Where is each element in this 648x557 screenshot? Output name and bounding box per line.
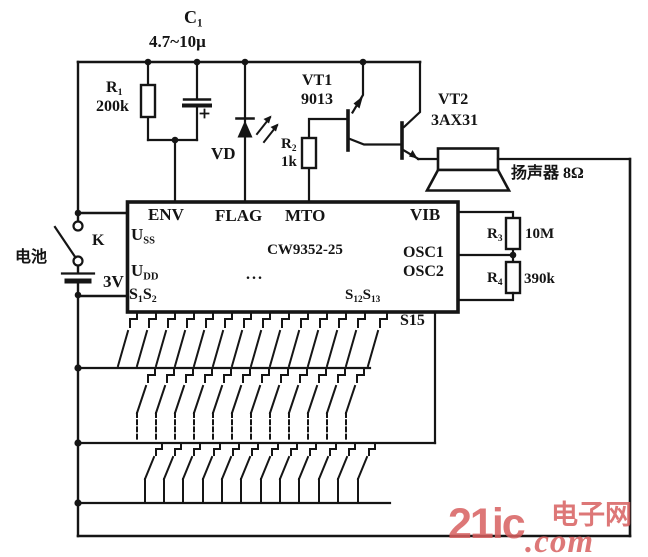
speaker-cone — [424, 168, 512, 192]
battery-name-label: 电池 — [15, 249, 48, 266]
vt1-emitter — [350, 60, 365, 115]
vt2-arrow — [409, 150, 418, 159]
r4-ref-label: R4 — [487, 270, 503, 288]
r3-value-label: 10M — [525, 226, 555, 242]
ic-pin-vib: VIB — [410, 205, 441, 224]
watermark-domain-suffix: .com — [525, 524, 595, 557]
row3-pin-brackets — [155, 442, 376, 456]
ic-pin-ellipsis: ... — [246, 266, 264, 283]
resistor-r3-symbol — [456, 210, 522, 264]
r2-value-label: 1k — [281, 154, 297, 170]
speaker-label: 扬声器 8Ω — [511, 165, 584, 182]
switch-matrix-row2 — [135, 367, 365, 442]
ic-pin-s12s13: S12S13 — [345, 287, 381, 305]
row2-levers — [135, 384, 357, 415]
switch-matrix-row3 — [143, 442, 376, 504]
speaker-symbol — [416, 147, 632, 192]
r1-ref-label: R1 — [106, 79, 123, 99]
battery-symbol — [60, 272, 96, 284]
transistor-vt2-symbol — [400, 60, 422, 161]
row1-pin-brackets — [129, 311, 388, 328]
switch-k-symbol — [53, 220, 84, 267]
ic-pin-env: ENV — [148, 205, 184, 224]
ic-pin-udd: UDD — [131, 261, 159, 283]
vt2-upper-lead — [402, 60, 422, 129]
vt1-ref-label: VT1 — [302, 72, 333, 89]
battery-voltage-label: 3V — [103, 272, 124, 291]
led-vd-symbol — [235, 60, 279, 204]
vd-ref-label: VD — [211, 144, 236, 163]
ic-part-number: CW9352-25 — [267, 242, 343, 258]
c1-ref-label: C1 — [184, 7, 203, 30]
row2-pin-brackets — [147, 367, 365, 383]
capacitor-c1-symbol — [182, 60, 212, 142]
ic-pin-s1s2: S1S2 — [129, 286, 157, 306]
ic-pin-flag: FLAG — [215, 206, 263, 225]
r1-value-label: 200k — [96, 98, 129, 115]
vt1-part-label: 9013 — [301, 91, 333, 108]
vt1-emitter-arrow — [353, 96, 363, 109]
junction-dots — [74, 58, 517, 507]
vt2-part-label: 3AX31 — [431, 112, 479, 129]
env-node-wires — [146, 138, 199, 204]
resistor-r2-symbol — [300, 117, 350, 204]
resistor-r4-symbol — [456, 260, 522, 302]
transistor-vt1-symbol — [346, 60, 404, 152]
switch-lever — [53, 225, 78, 260]
r3-ref-label: R3 — [487, 226, 503, 244]
r2-ref-label: R2 — [281, 136, 297, 154]
ic-pin-osc2: OSC2 — [403, 263, 444, 280]
left-rail — [76, 60, 129, 538]
vt1-collector — [348, 137, 404, 146]
row3-contacts — [144, 478, 359, 504]
diode-triangle — [237, 120, 253, 138]
row2-dashed-contacts — [136, 412, 347, 442]
ic-body — [125, 200, 460, 314]
ic-pin-mto: MTO — [285, 206, 326, 225]
row1-levers — [116, 329, 380, 368]
resistor-r1-symbol — [139, 60, 157, 142]
r4-value-label: 390k — [524, 271, 555, 287]
row3-levers — [143, 455, 369, 481]
c1-value-label: 4.7~10μ — [149, 32, 206, 51]
switch-k-label: K — [92, 232, 105, 249]
vt2-ref-label: VT2 — [438, 91, 469, 108]
switch-matrix-row1 — [116, 311, 388, 368]
ic-pin-osc1: OSC1 — [403, 244, 444, 261]
ic-pin-uss: USS — [131, 225, 155, 247]
watermark-site-name: 电子网 — [551, 500, 632, 530]
plus-polarity-mark — [199, 108, 210, 119]
s15-pin-label: S15 — [400, 312, 425, 329]
watermark-brand: 21ic — [448, 500, 526, 548]
